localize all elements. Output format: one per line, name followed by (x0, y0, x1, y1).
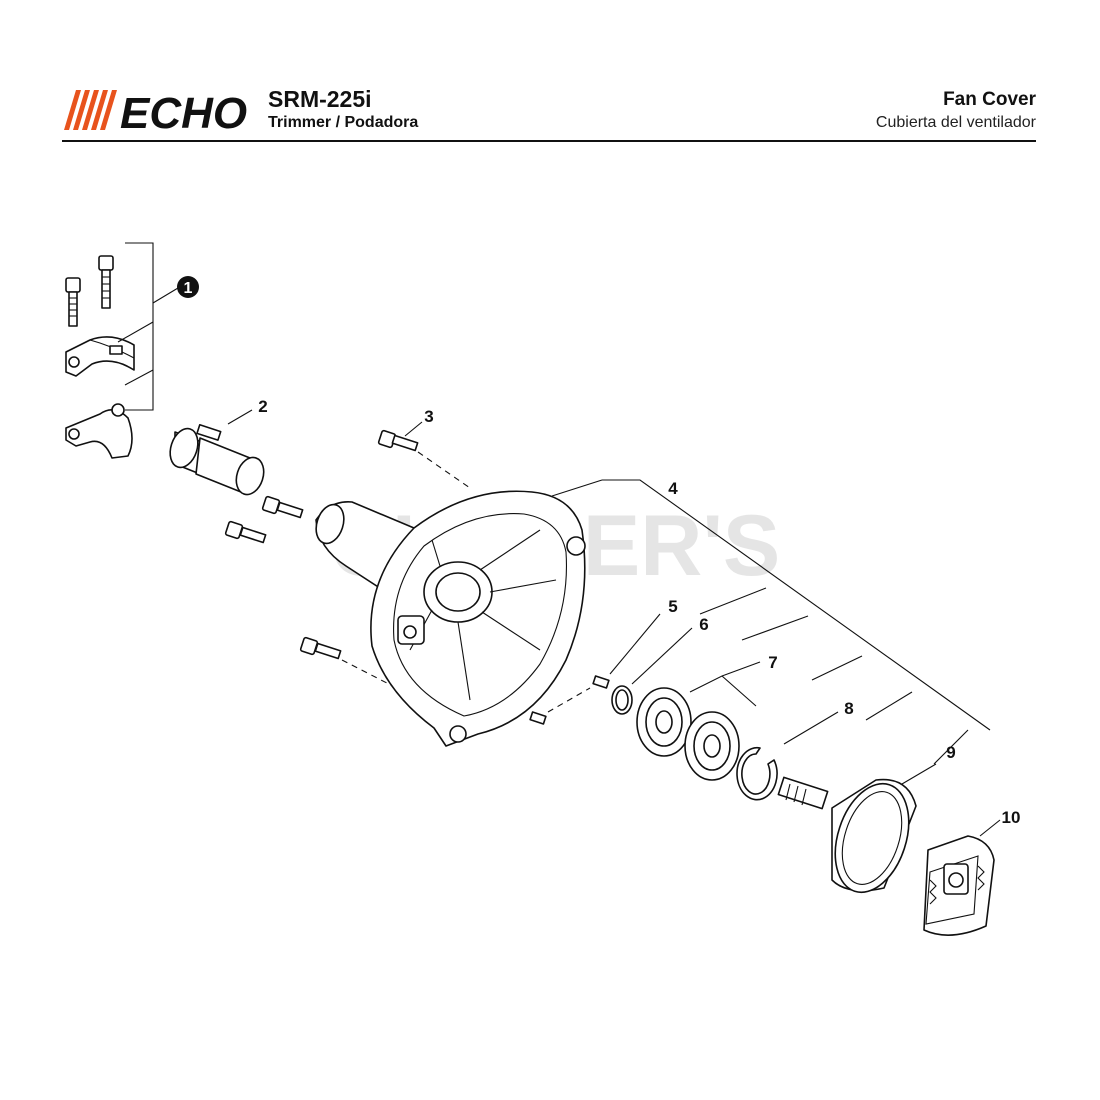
part-6-snap-ring: 6 (611, 615, 709, 715)
part-7-bearing-b (684, 711, 740, 781)
callout-2: 2 (258, 397, 267, 416)
part-4-fan-cover-housing: 4 (315, 479, 991, 747)
housing-screw-upper (261, 495, 304, 519)
part-5-pin: 5 (529, 597, 678, 725)
part-7-bearing-a (636, 687, 692, 757)
part-8-snap-ring: 8 (736, 699, 854, 801)
part-10-clutch-assembly: 10 (923, 808, 1021, 936)
part-1-bolt-b (98, 255, 114, 309)
product-subtitle: Trimmer / Podadora (268, 114, 419, 131)
housing-screw-middle (224, 520, 267, 544)
callout-8: 8 (844, 699, 853, 718)
callout-7: 7 (768, 653, 777, 672)
part-1-lower-clamp (65, 403, 133, 459)
callout-1: 1 (184, 280, 193, 297)
callout-3: 3 (424, 407, 433, 426)
part-2-tube-sleeve: 2 (169, 397, 268, 496)
callout-5: 5 (668, 597, 677, 616)
header-rule (62, 140, 1036, 142)
section-subtitle: Cubierta del ventilador (875, 114, 1036, 131)
logo-wordmark: ECHO (120, 89, 247, 132)
part-1-upper-clamp (65, 336, 135, 377)
housing-screw-lower (299, 636, 421, 701)
echo-logo: ECHO (64, 89, 247, 132)
part-9-clutch-drum: 9 (777, 743, 956, 894)
callout-4: 4 (668, 479, 678, 498)
section-title: Fan Cover (943, 89, 1036, 110)
part-1-clamp-kit: 1 (65, 242, 199, 459)
part-3-screw: 3 (377, 407, 471, 489)
callout-6: 6 (699, 615, 708, 634)
callout-10: 10 (1002, 808, 1021, 827)
callout-1-badge (177, 276, 199, 298)
callout-9: 9 (946, 743, 955, 762)
logo-stripes (64, 90, 117, 130)
model-number: SRM-225i (268, 86, 372, 112)
part-1-bolt-a (65, 277, 81, 327)
